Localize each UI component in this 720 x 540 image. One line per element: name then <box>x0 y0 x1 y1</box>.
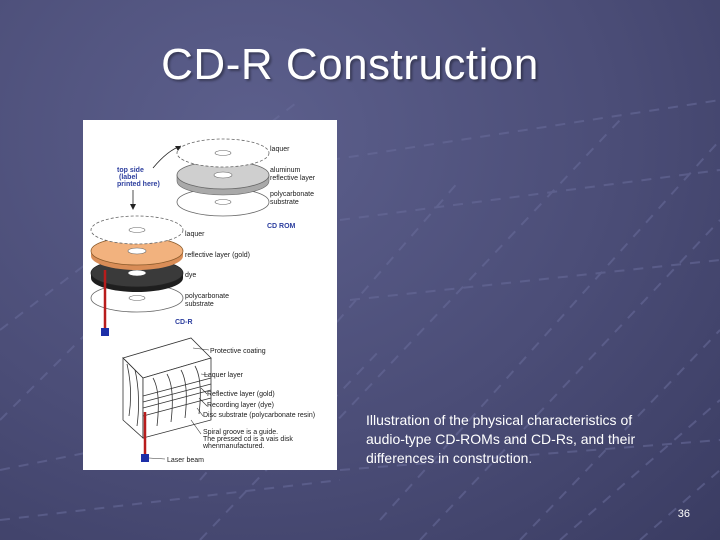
protective-coating-label: Protective coating <box>210 348 266 355</box>
top-side-label-3: printed here) <box>117 181 160 188</box>
laser-head-lower <box>141 454 149 462</box>
page-number: 36 <box>677 508 690 520</box>
cdr-dye-label: dye <box>185 272 196 279</box>
pressed-cd-label: The pressed cd is a vais disk <box>203 436 293 443</box>
top-side-label: top side <box>117 167 144 174</box>
cdr-gold-label: reflective layer (gold) <box>185 252 250 259</box>
cdrom-substrate-label: polycarbonate <box>270 191 314 198</box>
cdr-disc-stack <box>90 215 184 313</box>
cdrom-aluminum-label-2: reflective layer <box>270 175 316 182</box>
disc-substrate-label: Disc substrate (polycarbonate resin) <box>203 412 315 419</box>
cdrom-substrate-label-2: substrate <box>270 199 299 206</box>
recording-layer-label: Recording layer (dye) <box>207 402 274 409</box>
top-side-label-2: (label <box>119 174 137 181</box>
laquer-layer-label: Laquer layer <box>204 372 244 379</box>
manufactured-label: whenmanufactured. <box>202 443 265 450</box>
cdrom-aluminum-label: aluminum <box>270 167 301 174</box>
cdrom-caption: CD ROM <box>267 223 296 230</box>
cdrom-laquer-label: laquer <box>270 146 290 153</box>
cdr-laquer-label: laquer <box>185 231 205 238</box>
laser-beam-label: Laser beam <box>167 457 204 464</box>
cdr-substrate-label-2: substrate <box>185 301 214 308</box>
slide-title: CD-R Construction <box>161 40 539 89</box>
cdr-caption: CD-R <box>175 319 193 326</box>
laser-head-upper <box>101 328 109 336</box>
figure-caption: Illustration of the physical characteris… <box>366 412 636 466</box>
cd-diagram: laquer aluminum reflective layer polycar… <box>90 138 316 464</box>
cdrom-disc-stack <box>176 138 270 217</box>
cdr-substrate-label: polycarbonate <box>185 293 229 300</box>
arrow-to-cdrom <box>152 145 182 169</box>
cd-construction-figure: laquer aluminum reflective layer polycar… <box>83 120 337 470</box>
cross-section-block <box>122 337 212 439</box>
spiral-groove-label: Spiral groove is a guide. <box>203 429 278 436</box>
reflective-layer-label: Reflective layer (gold) <box>207 391 275 398</box>
